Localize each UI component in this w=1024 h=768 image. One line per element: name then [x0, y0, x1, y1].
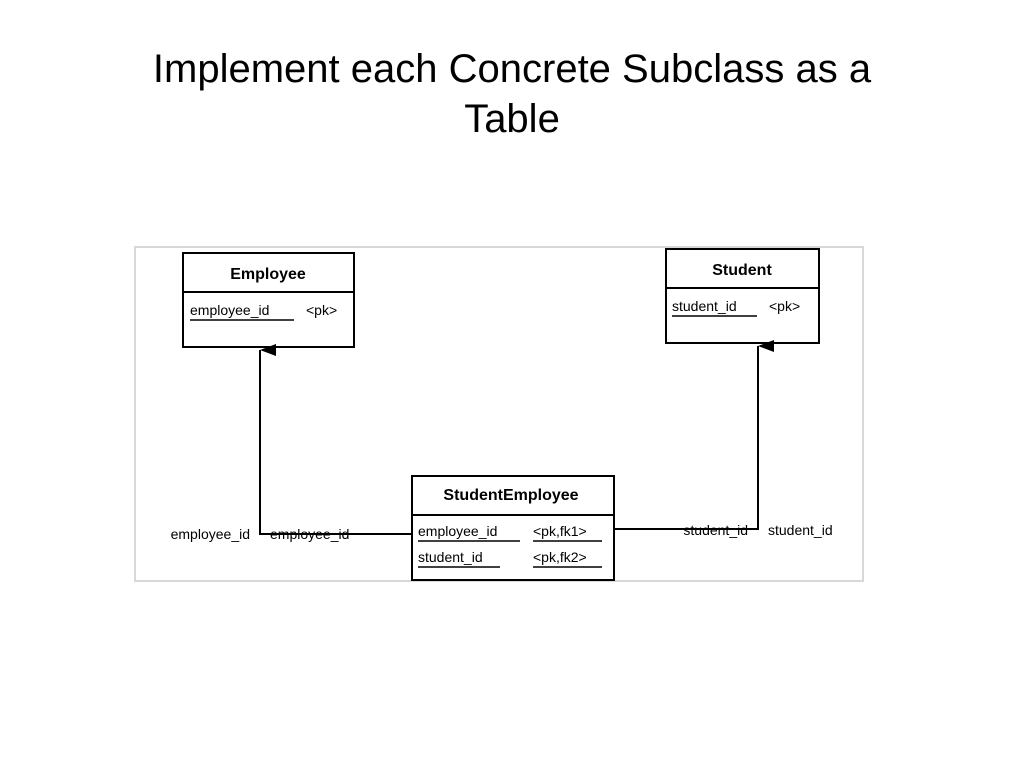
entity-employee[interactable]: Employee employee_id <pk>	[182, 252, 355, 348]
entity-student-name: Student	[712, 262, 772, 279]
entity-student[interactable]: Student student_id <pk>	[665, 248, 820, 344]
employee-attr-column: employee_id	[190, 302, 269, 318]
entity-employee-name: Employee	[230, 266, 306, 283]
relationship-student[interactable]: student_id student_id	[614, 340, 833, 538]
student-attr-column: student_id	[672, 298, 737, 314]
student-employee-attr-key-1: <pk,fk1>	[533, 523, 587, 539]
entity-student-employee[interactable]: StudentEmployee employee_id <pk,fk1> stu…	[411, 475, 615, 581]
relationship-employee-parent-label: employee_id	[171, 526, 250, 542]
relationship-employee[interactable]: employee_id employee_id	[171, 344, 412, 542]
relationship-student-line	[614, 340, 774, 530]
relationship-student-child-label: student_id	[683, 522, 748, 538]
relationship-employee-child-label: employee_id	[270, 526, 349, 542]
entity-student-box	[665, 248, 820, 344]
entity-employee-box	[182, 252, 355, 348]
slide-title-line-2: Table	[464, 97, 560, 141]
student-employee-attr-column-2: student_id	[418, 549, 483, 565]
slide-title-line-1: Implement each Concrete Subclass as a	[152, 47, 872, 91]
entity-student-employee-name: StudentEmployee	[443, 487, 578, 504]
student-attr-key: <pk>	[769, 298, 800, 314]
employee-attr-key: <pk>	[306, 302, 337, 318]
student-employee-attr-key-2: <pk,fk2>	[533, 549, 587, 565]
student-employee-attr-column-1: employee_id	[418, 523, 497, 539]
slide-title: Implement each Concrete Subclass as a Ta…	[0, 44, 1024, 144]
entity-student-employee-box	[411, 475, 615, 581]
relationship-employee-line	[259, 344, 412, 535]
relationship-student-parent-label: student_id	[768, 522, 833, 538]
